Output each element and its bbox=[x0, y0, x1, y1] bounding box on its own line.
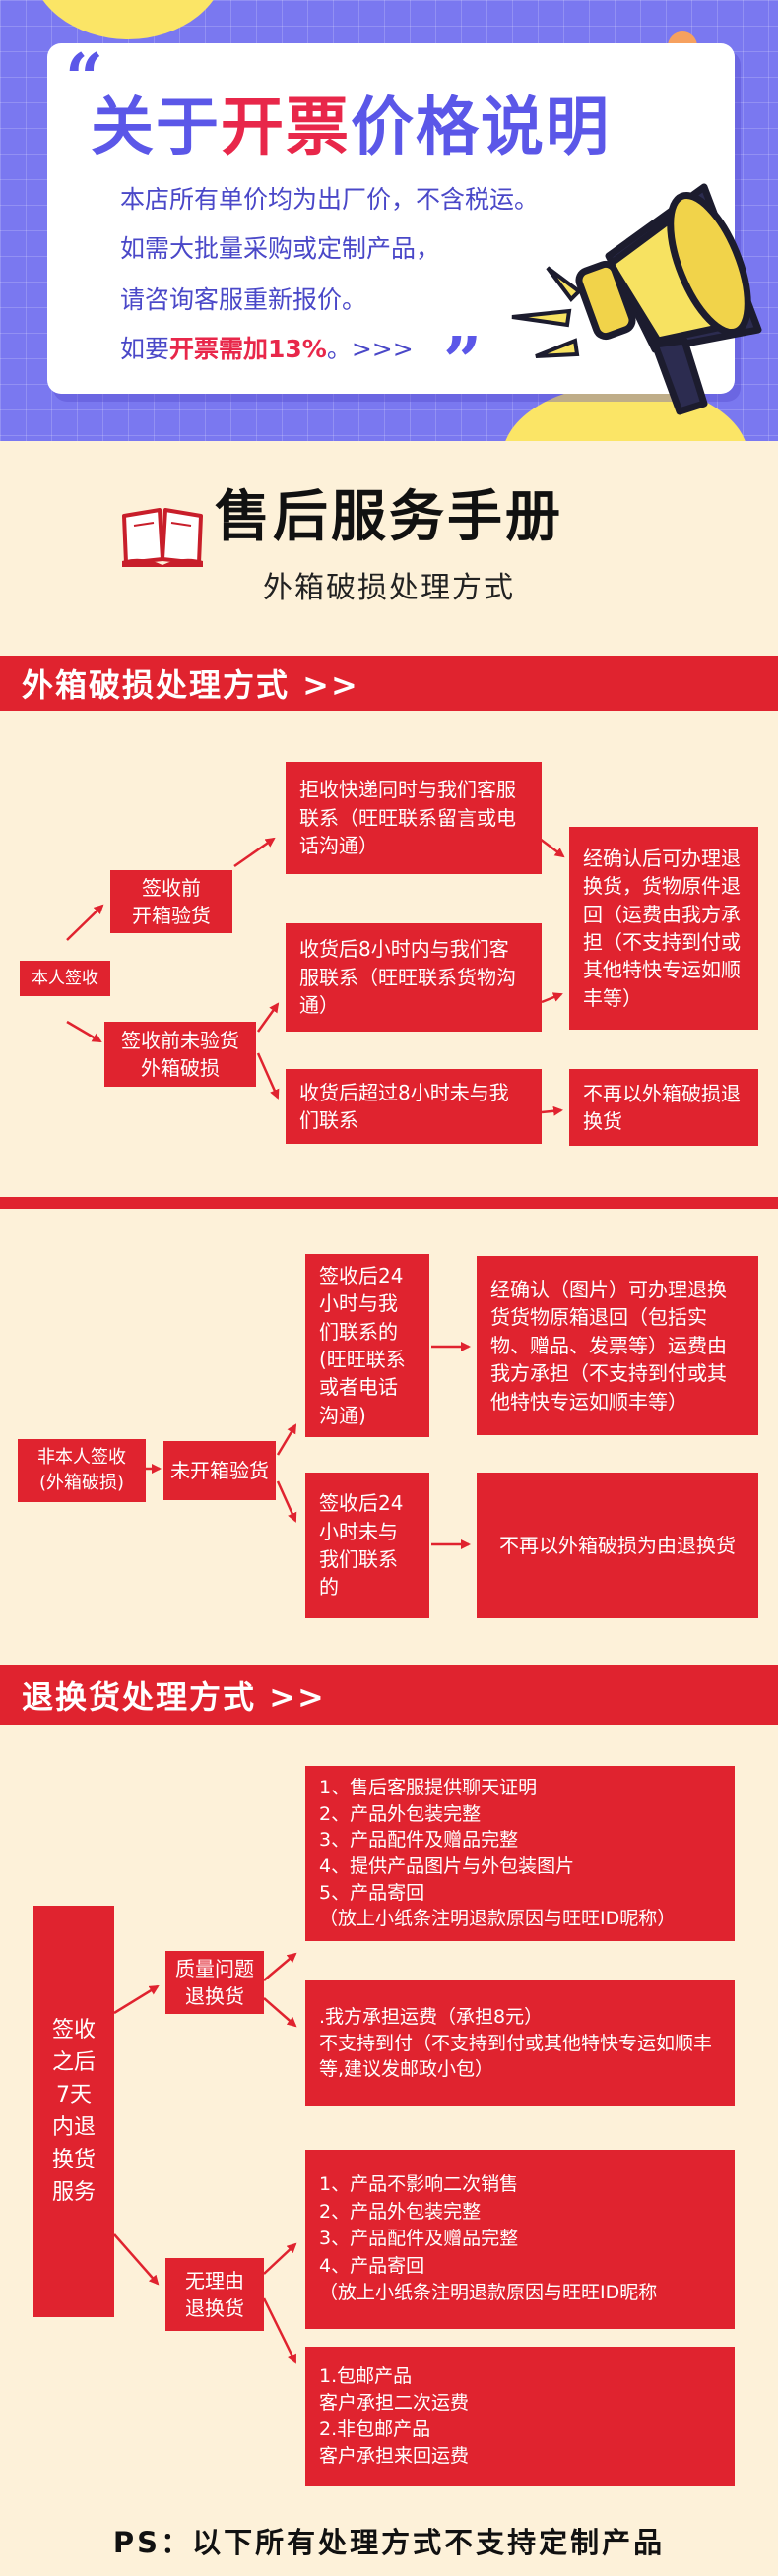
box-other-sign: 非本人签收 (外箱破损) bbox=[18, 1439, 146, 1502]
box-confirm-return: 经确认后可办理退换货，货物原件退回（运费由我方承担（不支持到付或其他特快专运如顺… bbox=[569, 827, 758, 1030]
banner-title: 关于开票价格说明 bbox=[91, 92, 611, 164]
megaphone-icon bbox=[511, 183, 762, 415]
section-heading-damaged-box: 外箱破损处理方式 >> bbox=[0, 656, 778, 711]
banner-line-2: 如需大批量采购或定制产品， bbox=[120, 234, 441, 263]
banner-line-4: 如要开票需加13%。>>> bbox=[120, 335, 414, 363]
box-after-24-hours: 签收后24小时未与我们联系的 bbox=[305, 1473, 429, 1618]
box-after-8-hours: 收货后超过8小时未与我们联系 bbox=[286, 1069, 542, 1144]
banner-line-1: 本店所有单价均为出厂价，不含税运。 bbox=[120, 185, 540, 214]
box-not-inspected: 签收前未验货 外箱破损 bbox=[104, 1022, 256, 1087]
box-noreason-shipping: 1.包邮产品 客户承担二次运费 2.非包邮产品 客户承担来回运费 bbox=[305, 2347, 735, 2486]
box-noreason-steps: 1、产品不影响二次销售 2、产品外包装完整 3、产品配件及赠品完整 4、产品寄回… bbox=[305, 2150, 735, 2329]
box-confirm-image-return: 经确认（图片）可办理退换货货物原箱退回（包括实物、赠品、发票等）运费由我方承担（… bbox=[477, 1256, 758, 1435]
box-quality-steps: 1、售后客服提供聊天证明 2、产品外包装完整 3、产品配件及赠品完整 4、提供产… bbox=[305, 1766, 735, 1941]
box-within-8-hours: 收货后8小时内与我们客服联系（旺旺联系货物沟通） bbox=[286, 923, 542, 1032]
box-within-24-hours: 签收后24小时与我们联系的(旺旺联系或者电话沟通) bbox=[305, 1254, 429, 1437]
box-quality-shipping: .我方承担运费（承担8元） 不支持到付（不支持到付或其他特快专运如顺丰等,建议发… bbox=[305, 1980, 735, 2106]
box-self-sign: 本人签收 bbox=[20, 961, 110, 996]
box-no-reason: 无理由 退换货 bbox=[165, 2258, 264, 2331]
invoice-card bbox=[47, 43, 735, 394]
banner-line-3: 请咨询客服重新报价。 bbox=[120, 285, 367, 314]
invoice-banner: “ ” 关于开票价格说明 本店所有单价均为出厂价，不含税运。 如需大批量采购或定… bbox=[0, 0, 778, 441]
box-no-return-2: 不再以外箱破损为由退换货 bbox=[477, 1473, 758, 1618]
page-subtitle: 外箱破损处理方式 bbox=[263, 571, 515, 605]
open-quote-icon: “ bbox=[65, 39, 104, 118]
page-title: 售后服务手册 bbox=[215, 485, 563, 549]
box-seven-day-return: 签收 之后 7天 内退 换货 服务 bbox=[33, 1906, 114, 2317]
box-not-opened: 未开箱验货 bbox=[163, 1441, 276, 1500]
close-quote-icon: ” bbox=[443, 323, 483, 402]
box-inspect-before-sign: 签收前 开箱验货 bbox=[110, 870, 232, 933]
footer-ps-note: PS：以下所有处理方式不支持定制产品 bbox=[112, 2526, 666, 2559]
divider-1 bbox=[0, 1197, 778, 1209]
section-heading-returns: 退换货处理方式 >> bbox=[0, 1665, 778, 1725]
box-quality-issue: 质量问题 退换货 bbox=[165, 1951, 264, 2014]
box-no-return-1: 不再以外箱破损退换货 bbox=[569, 1069, 758, 1146]
box-refuse-delivery: 拒收快递同时与我们客服联系（旺旺联系留言或电话沟通） bbox=[286, 762, 542, 874]
book-icon bbox=[122, 508, 203, 567]
